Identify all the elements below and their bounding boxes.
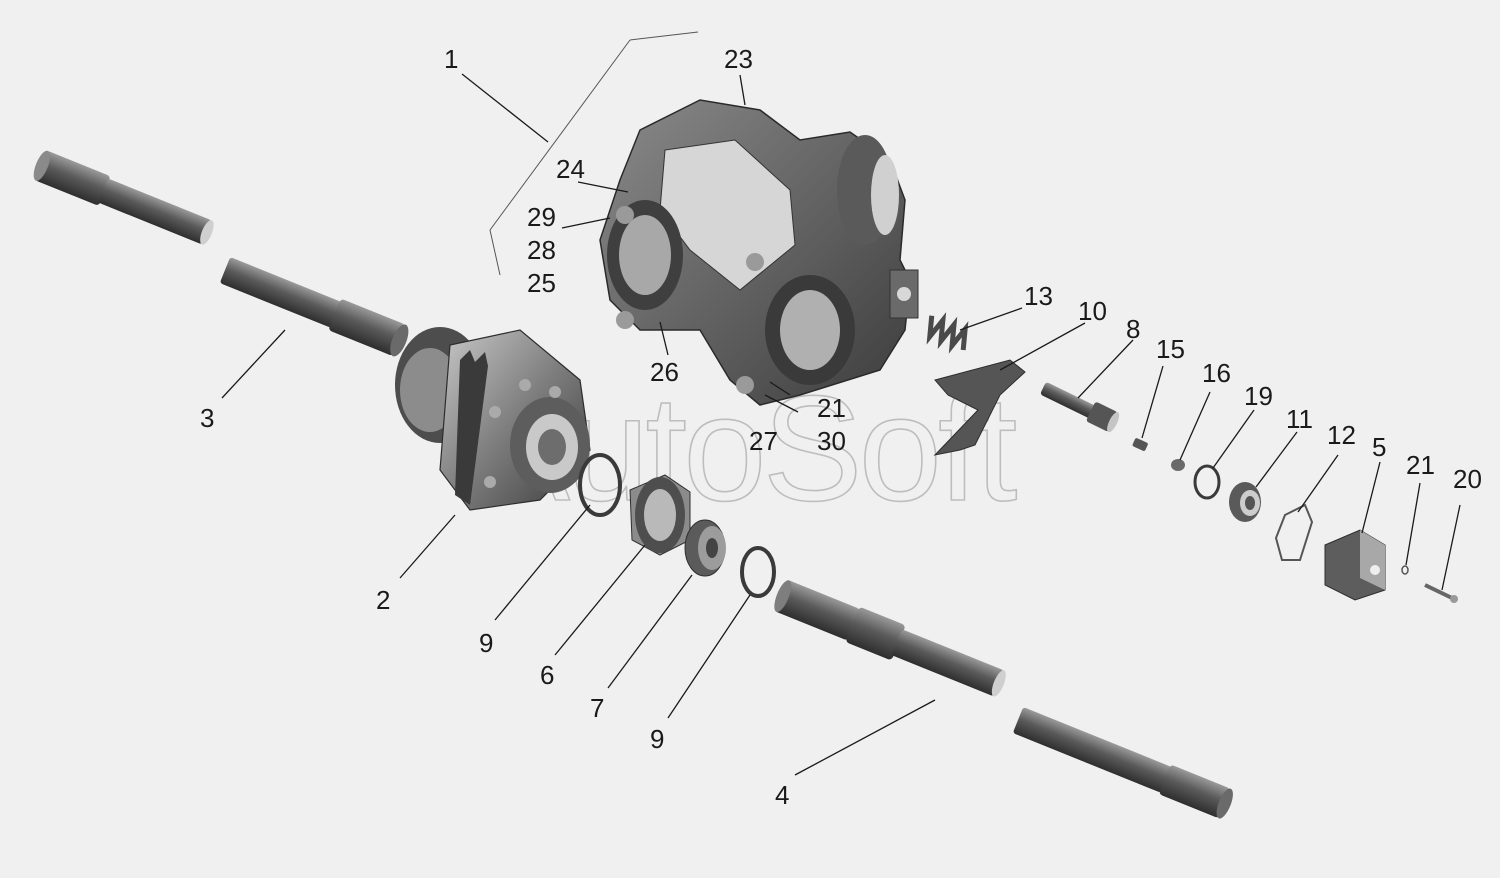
gear-coupling-7: [684, 519, 726, 577]
callout-2: 2: [376, 585, 390, 615]
callout-3: 3: [200, 403, 214, 433]
shift-rod-8: [1040, 382, 1120, 433]
snap-ring-9-lower: [740, 546, 776, 598]
bearing-6: [629, 474, 691, 556]
callout-13: 13: [1024, 281, 1053, 311]
callout-labels: 1 23 24 29 28 25 26 21 27 30 13 10 8 15 …: [200, 44, 1482, 810]
shift-fork-10: [933, 359, 1026, 456]
callout-15: 15: [1156, 334, 1185, 364]
callout-21-lower: 21: [1406, 450, 1435, 480]
callout-6: 6: [540, 660, 554, 690]
cover-5: [1324, 529, 1386, 601]
callout-28: 28: [527, 235, 556, 265]
differential-housing-23: [599, 99, 919, 406]
spring-13: [926, 312, 969, 354]
callout-19: 19: [1244, 381, 1273, 411]
callout-20: 20: [1453, 464, 1482, 494]
callout-27: 27: [749, 426, 778, 456]
callout-9-lower: 9: [650, 724, 664, 754]
callout-10: 10: [1078, 296, 1107, 326]
callout-12: 12: [1327, 420, 1356, 450]
callout-25: 25: [527, 268, 556, 298]
callout-11: 11: [1286, 404, 1313, 434]
callout-1: 1: [444, 44, 458, 74]
pin-15: [1132, 438, 1148, 451]
callout-23: 23: [724, 44, 753, 74]
callout-5: 5: [1372, 432, 1386, 462]
ball-16: [1171, 459, 1185, 471]
axle-shaft-3: [33, 150, 409, 357]
callout-7: 7: [590, 693, 604, 723]
callout-21-upper: 21: [817, 393, 846, 423]
washer-21: [1401, 565, 1409, 575]
callout-26: 26: [650, 357, 679, 387]
callout-29: 29: [527, 202, 556, 232]
gasket-12: [1274, 503, 1314, 561]
callout-24: 24: [556, 154, 585, 184]
snap-ring-9-upper: [578, 453, 622, 517]
bolt-20: [1424, 583, 1458, 603]
callout-4: 4: [775, 780, 789, 810]
callout-8: 8: [1126, 314, 1140, 344]
axle-shaft-4: [774, 580, 1233, 819]
callout-9-upper: 9: [479, 628, 493, 658]
callout-30: 30: [817, 426, 846, 456]
o-ring-19: [1193, 464, 1221, 500]
callout-16: 16: [1202, 358, 1231, 388]
leader-lines: [221, 31, 1461, 776]
bushing-11: [1229, 482, 1261, 522]
differential-assembly-2: [395, 327, 591, 511]
